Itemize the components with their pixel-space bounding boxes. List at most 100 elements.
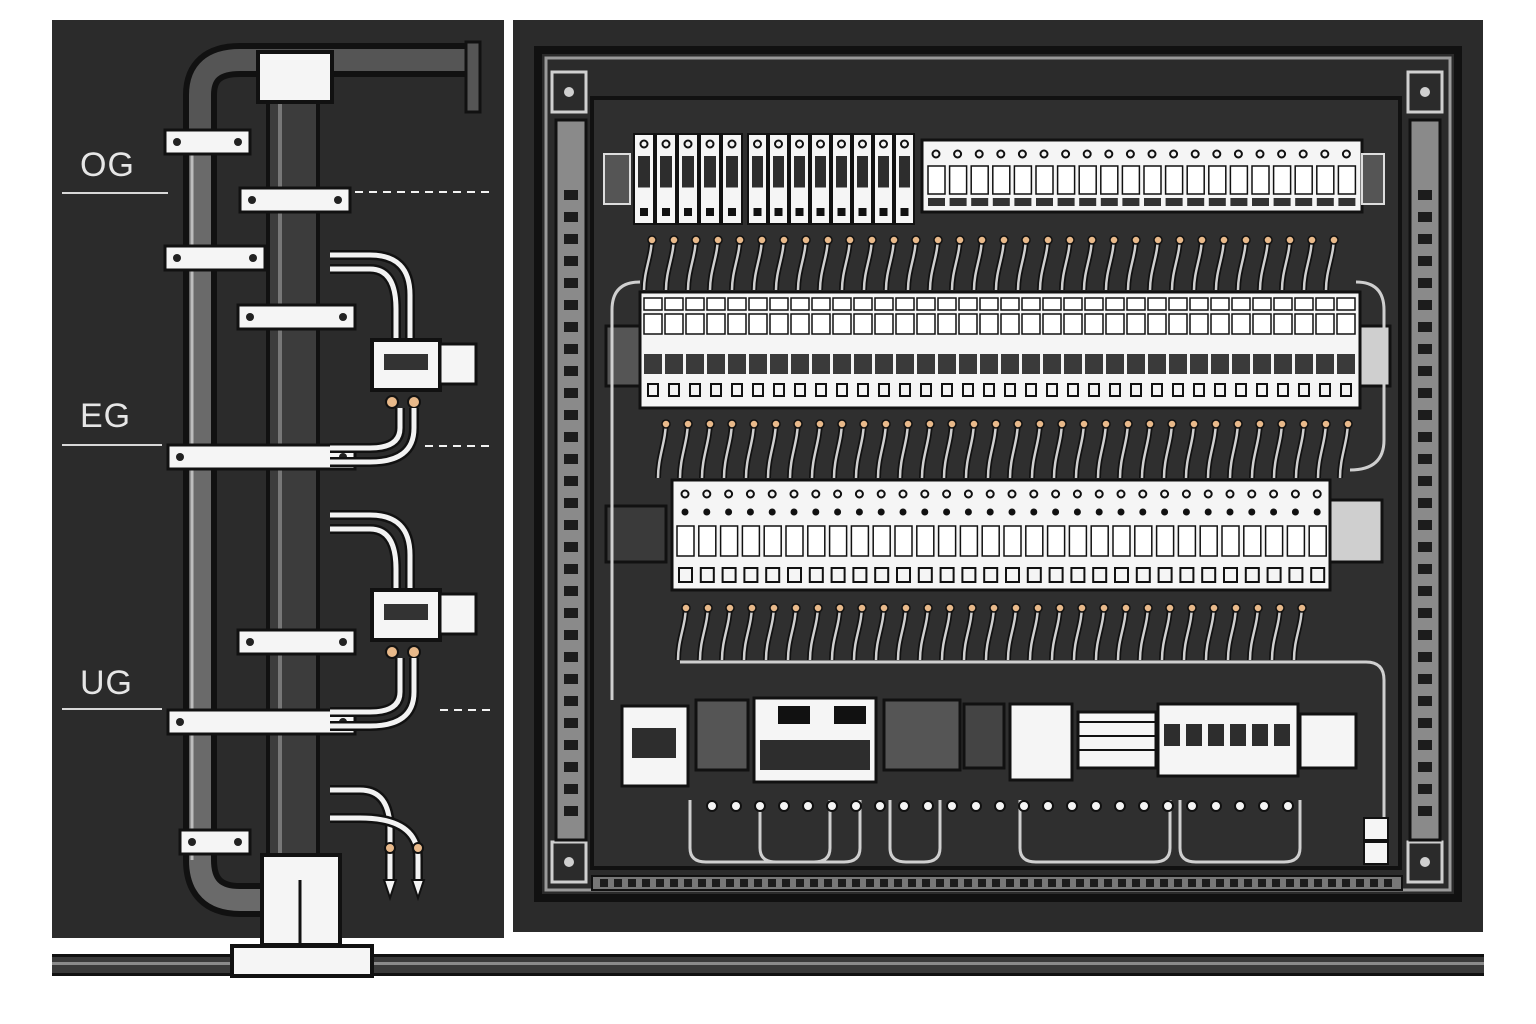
terminal-base [1100, 198, 1118, 206]
rail-slot [564, 608, 578, 618]
terminal-slot [1100, 165, 1119, 195]
breaker-top-cap [1168, 297, 1188, 311]
rail-slot [564, 542, 578, 552]
terminal-slot [1078, 165, 1097, 195]
breaker-lever [980, 354, 998, 374]
breaker-top-cap [706, 297, 726, 311]
terminal-screw [1247, 489, 1257, 499]
breaker-label-window [1000, 313, 1020, 335]
terminal-screw [996, 149, 1006, 159]
terminal-screw [1007, 489, 1017, 499]
vent-slot [964, 879, 972, 887]
breaker-lever [1064, 354, 1082, 374]
rail-slot [1418, 762, 1432, 772]
breaker-label-window [853, 313, 873, 335]
wire-ferrule [977, 235, 987, 245]
wire-ferrule [813, 603, 823, 613]
breaker-label-window [1147, 313, 1167, 335]
breaker-label-window [1294, 313, 1314, 335]
terminal-screw [855, 508, 863, 516]
lug-terminal [1138, 800, 1150, 812]
terminal-slot [970, 165, 989, 195]
pipe-clamp [238, 186, 352, 214]
terminal-slot [1013, 165, 1033, 195]
wire-ferrule [713, 235, 723, 245]
breaker-lever [1127, 354, 1145, 374]
breaker-lever [1211, 354, 1229, 374]
terminal-screw [942, 489, 952, 499]
breaker-top-cap [874, 297, 894, 311]
wire-ferrule [1013, 419, 1023, 429]
wire-ferrule [1175, 235, 1185, 245]
breaker-terminal [1046, 383, 1058, 397]
breaker-top-cap [916, 297, 936, 311]
branch-return [330, 658, 417, 729]
floor-label-ug: UG [80, 664, 133, 702]
rail-slot [564, 410, 578, 420]
wire-ferrule [867, 235, 877, 245]
wire-ferrule [1255, 419, 1265, 429]
rail-slot [564, 454, 578, 464]
breaker-terminal [1130, 383, 1142, 397]
terminal-screw [811, 489, 821, 499]
breaker-screw [753, 139, 762, 149]
terminal-base [1057, 198, 1075, 206]
breaker-label-window [895, 313, 915, 335]
pipe-clamp [236, 628, 357, 656]
breaker-top-cap [1084, 297, 1104, 311]
vent-slot [950, 879, 958, 887]
rail-slot [564, 784, 578, 794]
wire-ferrule [945, 603, 955, 613]
bottom-wire-loop [1178, 800, 1302, 864]
rail-slot [564, 432, 578, 442]
breaker-label-window [664, 313, 684, 335]
breaker-terminal [1214, 383, 1226, 397]
breaker-terminal [1193, 383, 1205, 397]
breaker-label-window [1231, 313, 1251, 335]
wire-ferrule [1343, 419, 1353, 429]
breaker-screw [900, 139, 909, 149]
vent-slot [1216, 879, 1224, 887]
branch-return [330, 408, 403, 451]
wire-ferrule [1153, 235, 1163, 245]
terminal-slot [916, 525, 935, 557]
breaker-lever [1295, 354, 1313, 374]
terminal-base [1014, 198, 1032, 206]
breaker-lever [1085, 354, 1103, 374]
wire-ferrule [1285, 235, 1295, 245]
lug-terminal [826, 800, 838, 812]
breaker-top-cap [1273, 297, 1293, 311]
breaker-screw [795, 139, 804, 149]
terminal-base [1208, 198, 1226, 206]
meter-display-left [778, 706, 810, 724]
terminal-slot [1243, 525, 1262, 557]
wire-ferrule [801, 235, 811, 245]
wire-ferrule [1167, 419, 1177, 429]
terminal-slot [1090, 525, 1109, 557]
terminal-clamp [1114, 567, 1129, 583]
breaker-lever [770, 354, 788, 374]
breaker-top-cap [937, 297, 957, 311]
terminal-screw [1182, 508, 1190, 516]
breaker-lever [660, 156, 672, 188]
floor-line-ug [62, 708, 162, 710]
terminal-screw [703, 508, 711, 516]
breaker-lever [836, 156, 847, 188]
terminal-screw [876, 489, 886, 499]
rail-slot [1418, 432, 1432, 442]
vent-slot [908, 879, 916, 887]
rail-slot [1418, 366, 1432, 376]
terminal-screw [812, 508, 820, 516]
rail-slot [1418, 652, 1432, 662]
terminal-screw [963, 489, 973, 499]
terminal-clamp [896, 567, 911, 583]
breaker-label-window [706, 313, 726, 335]
rail-slot [564, 190, 578, 200]
terminal-screw [1094, 489, 1104, 499]
terminal-screw [1312, 489, 1322, 499]
terminal-clamp [1048, 567, 1064, 583]
breaker-indicator [816, 208, 825, 216]
wire-ferrule [879, 603, 889, 613]
terminal-clamp [699, 567, 715, 583]
rail-slot [1418, 388, 1432, 398]
